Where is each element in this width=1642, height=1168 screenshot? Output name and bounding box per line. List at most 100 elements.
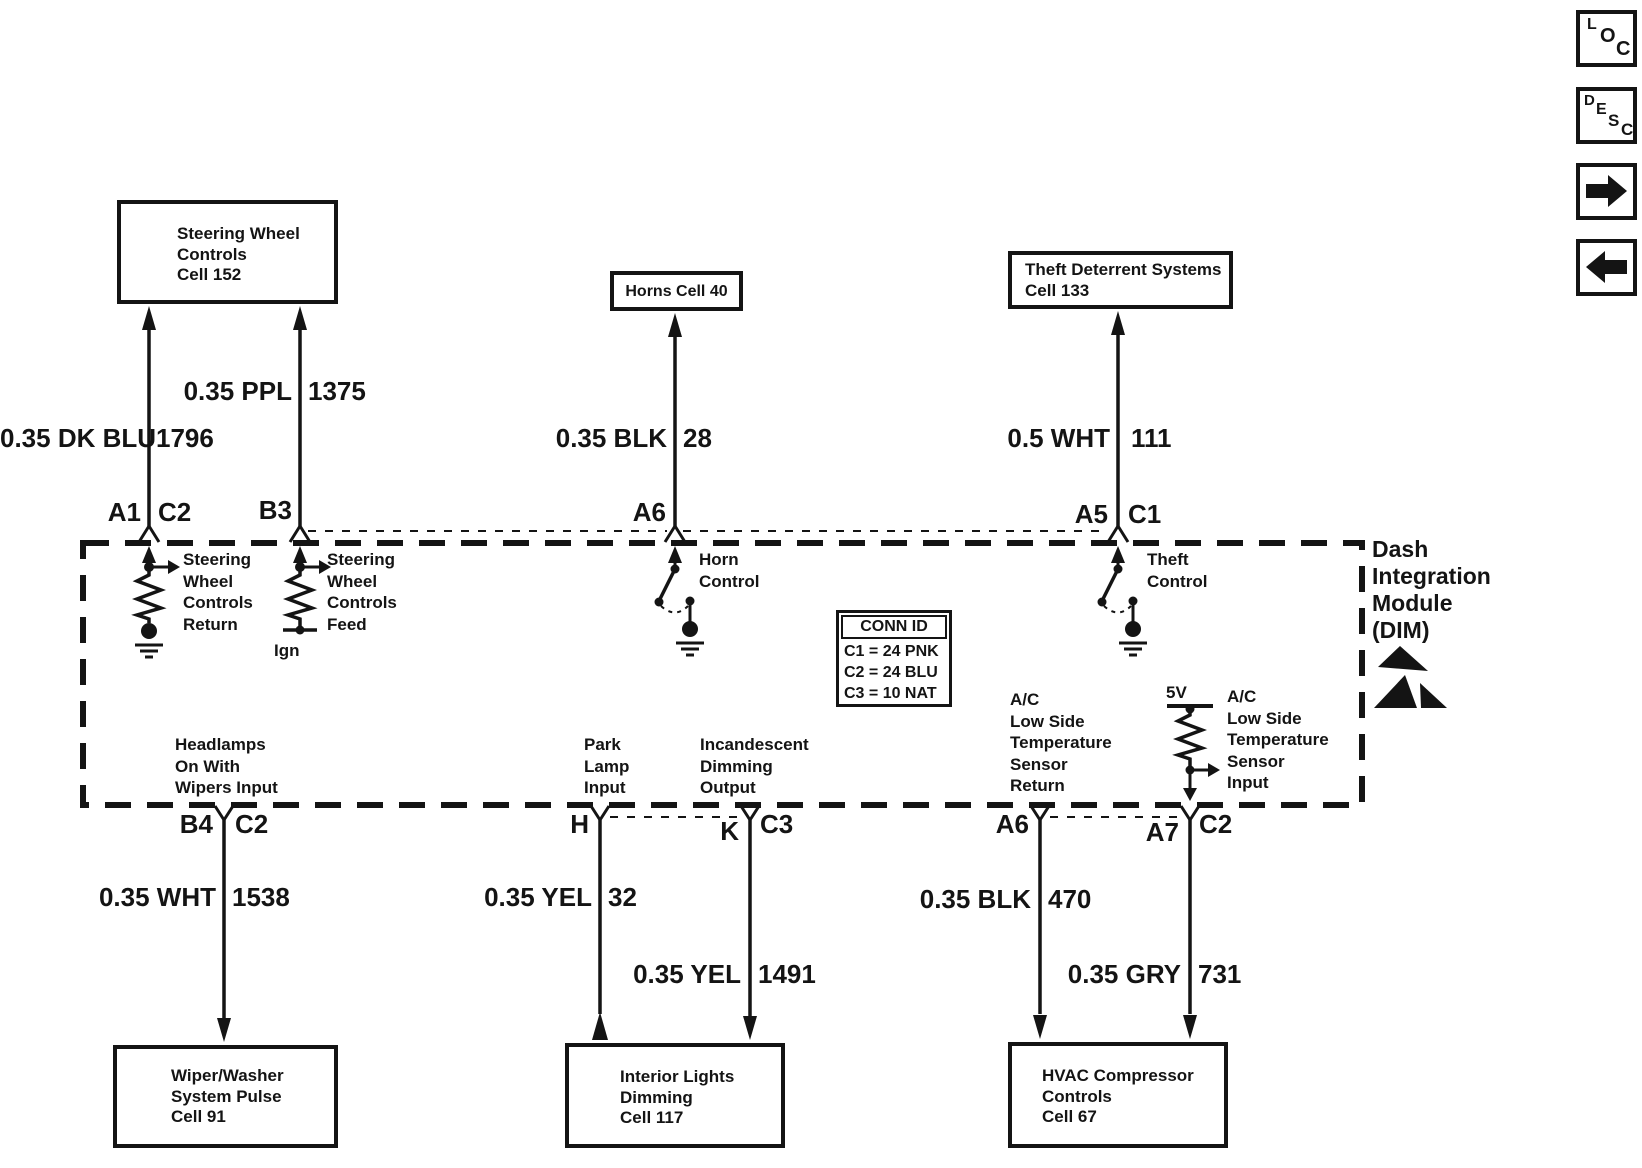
- arrow-up-icon: [293, 306, 307, 330]
- pin-label-a6-top: A6: [632, 497, 666, 527]
- pin-label-b3: B3: [258, 495, 292, 525]
- wire-theft: [1106, 311, 1130, 543]
- arrow-down-icon: [1033, 1015, 1047, 1039]
- conn-label-c1: C1: [1128, 499, 1162, 529]
- resistor-icon: [131, 570, 167, 623]
- prev-page-button[interactable]: [1576, 239, 1637, 296]
- arrow-right-icon: [168, 560, 180, 574]
- signal-ac-sensor-return: A/C Low Side Temperature Sensor Return: [1010, 690, 1112, 795]
- wire-ac-input: [1179, 805, 1201, 1039]
- switch-throw-dashed: [1103, 605, 1132, 614]
- arrow-up-icon: [668, 546, 682, 563]
- switch-blade-icon: [657, 568, 677, 602]
- signal-ac-sensor-input: A/C Low Side Temperature Sensor Input: [1227, 687, 1329, 792]
- switch-throw-dashed: [660, 605, 689, 614]
- arrow-right-icon: [319, 560, 331, 574]
- signal-incandescent-dimming-output: Incandescent Dimming Output: [700, 735, 809, 797]
- arrow-up-icon: [1111, 311, 1125, 335]
- wire-dimming: [739, 805, 761, 1040]
- next-page-button[interactable]: [1576, 163, 1637, 220]
- box-interior-lights: Interior Lights Dimming Cell 117: [565, 1043, 785, 1148]
- signal-headlamps-on-with-wipers: Headlamps On With Wipers Input: [175, 735, 278, 797]
- arrow-down-icon: [1183, 1015, 1197, 1039]
- connector-pin-icon: [1106, 525, 1130, 543]
- steering-return-circuit: [131, 546, 180, 659]
- arrow-up-icon: [142, 306, 156, 330]
- conn-id-row: C2 = 24 BLU: [844, 664, 938, 681]
- wire-circuit-ac-input: 731: [1198, 959, 1242, 989]
- box-horns: Horns Cell 40: [610, 271, 743, 311]
- pin-label-h: H: [570, 809, 589, 839]
- wire-steering-feed: [288, 306, 312, 543]
- ground-ball: [682, 621, 698, 637]
- wire-spec-horn: 0.35 BLK: [555, 423, 667, 453]
- ground-icon: [135, 643, 163, 659]
- junction-dot: [295, 562, 305, 572]
- signal-horn-control: Horn Control: [699, 550, 760, 591]
- arrow-right-icon: [1586, 175, 1627, 207]
- wire-spec-dimming: 0.35 YEL: [633, 959, 741, 989]
- switch-blade-icon: [1100, 568, 1120, 602]
- signal-steering-feed: Steering Wheel Controls Feed: [327, 550, 397, 634]
- arrow-up-icon: [1111, 546, 1125, 563]
- box-steering-wheel-controls: Steering Wheel Controls Cell 152: [117, 200, 338, 304]
- wire-park-lamp: [589, 805, 611, 1040]
- box-theft-deterrent: Theft Deterrent Systems Cell 133: [1008, 251, 1233, 309]
- connector-pin-icon: [1029, 805, 1051, 821]
- ground-icon: [1119, 641, 1147, 657]
- pin-label-a7: A7: [1145, 817, 1179, 847]
- desc-button[interactable]: D E S C: [1576, 87, 1637, 144]
- dim-border: [80, 540, 1365, 808]
- horn-control-switch: [654, 546, 704, 657]
- connector-pin-icon: [137, 525, 161, 543]
- ground-ball: [141, 623, 157, 639]
- signal-park-lamp-input: Park Lamp Input: [584, 735, 630, 797]
- ground-icon: [676, 641, 704, 657]
- wire-circuit-ac-return: 470: [1048, 884, 1092, 914]
- conn-id-row: C3 = 10 NAT: [844, 685, 937, 702]
- conn-id-table: CONN ID C1 = 24 PNK C2 = 24 BLU C3 = 10 …: [836, 610, 952, 707]
- connector-pin-icon: [663, 525, 687, 543]
- steering-feed-circuit: [282, 546, 331, 635]
- conn-id-title: CONN ID: [841, 615, 947, 639]
- signal-ign: Ign: [274, 641, 300, 660]
- signal-steering-return: Steering Wheel Controls Return: [183, 550, 253, 634]
- box-wiper-washer: Wiper/Washer System Pulse Cell 91: [113, 1045, 338, 1148]
- junction-dot: [1185, 704, 1195, 714]
- wire-circuit-horn: 28: [683, 423, 712, 453]
- pin-label-a6-bottom: A6: [995, 809, 1029, 839]
- arrow-up-icon: [142, 546, 156, 563]
- arrow-down-icon: [217, 1018, 231, 1042]
- pin-label-b4: B4: [179, 809, 213, 839]
- connector-pin-icon: [1179, 805, 1201, 821]
- wire-circuit-theft: 111: [1131, 423, 1172, 453]
- arrow-down-icon: [1183, 788, 1197, 801]
- connector-pin-icon: [739, 805, 761, 821]
- pin-label-a5: A5: [1074, 499, 1108, 529]
- wire-circuit-steering-return: 1796: [156, 423, 214, 453]
- connector-pin-icon: [288, 525, 312, 543]
- conn-label-c2-top: C2: [158, 497, 192, 527]
- wire-spec-steering-feed: 0.35 PPL: [183, 376, 292, 406]
- resistor-icon: [1172, 711, 1208, 767]
- wire-spec-wipers: 0.35 WHT: [98, 882, 216, 912]
- esd-warning-icon: [1374, 646, 1447, 708]
- conn-label-c2-a7: C2: [1199, 809, 1233, 839]
- loc-button[interactable]: L O C: [1576, 10, 1637, 67]
- wire-wipers: [213, 805, 235, 1042]
- ground-ball: [1125, 621, 1141, 637]
- arrow-right-icon: [1208, 763, 1220, 777]
- arrow-left-icon: [1586, 251, 1627, 283]
- conn-label-c2-b4: C2: [235, 809, 269, 839]
- wire-circuit-dimming: 1491: [758, 959, 816, 989]
- wire-horn: [663, 313, 687, 543]
- wire-steering-return: [137, 306, 161, 543]
- wire-circuit-steering-feed: 1375: [308, 376, 366, 406]
- conn-id-row: C1 = 24 PNK: [844, 643, 939, 660]
- wire-spec-steering-return: 0.35 DK BLU: [0, 423, 157, 453]
- pin-label-k: K: [720, 816, 739, 846]
- five-volt-pullup-circuit: [1167, 704, 1220, 801]
- wire-circuit-wipers: 1538: [232, 882, 290, 912]
